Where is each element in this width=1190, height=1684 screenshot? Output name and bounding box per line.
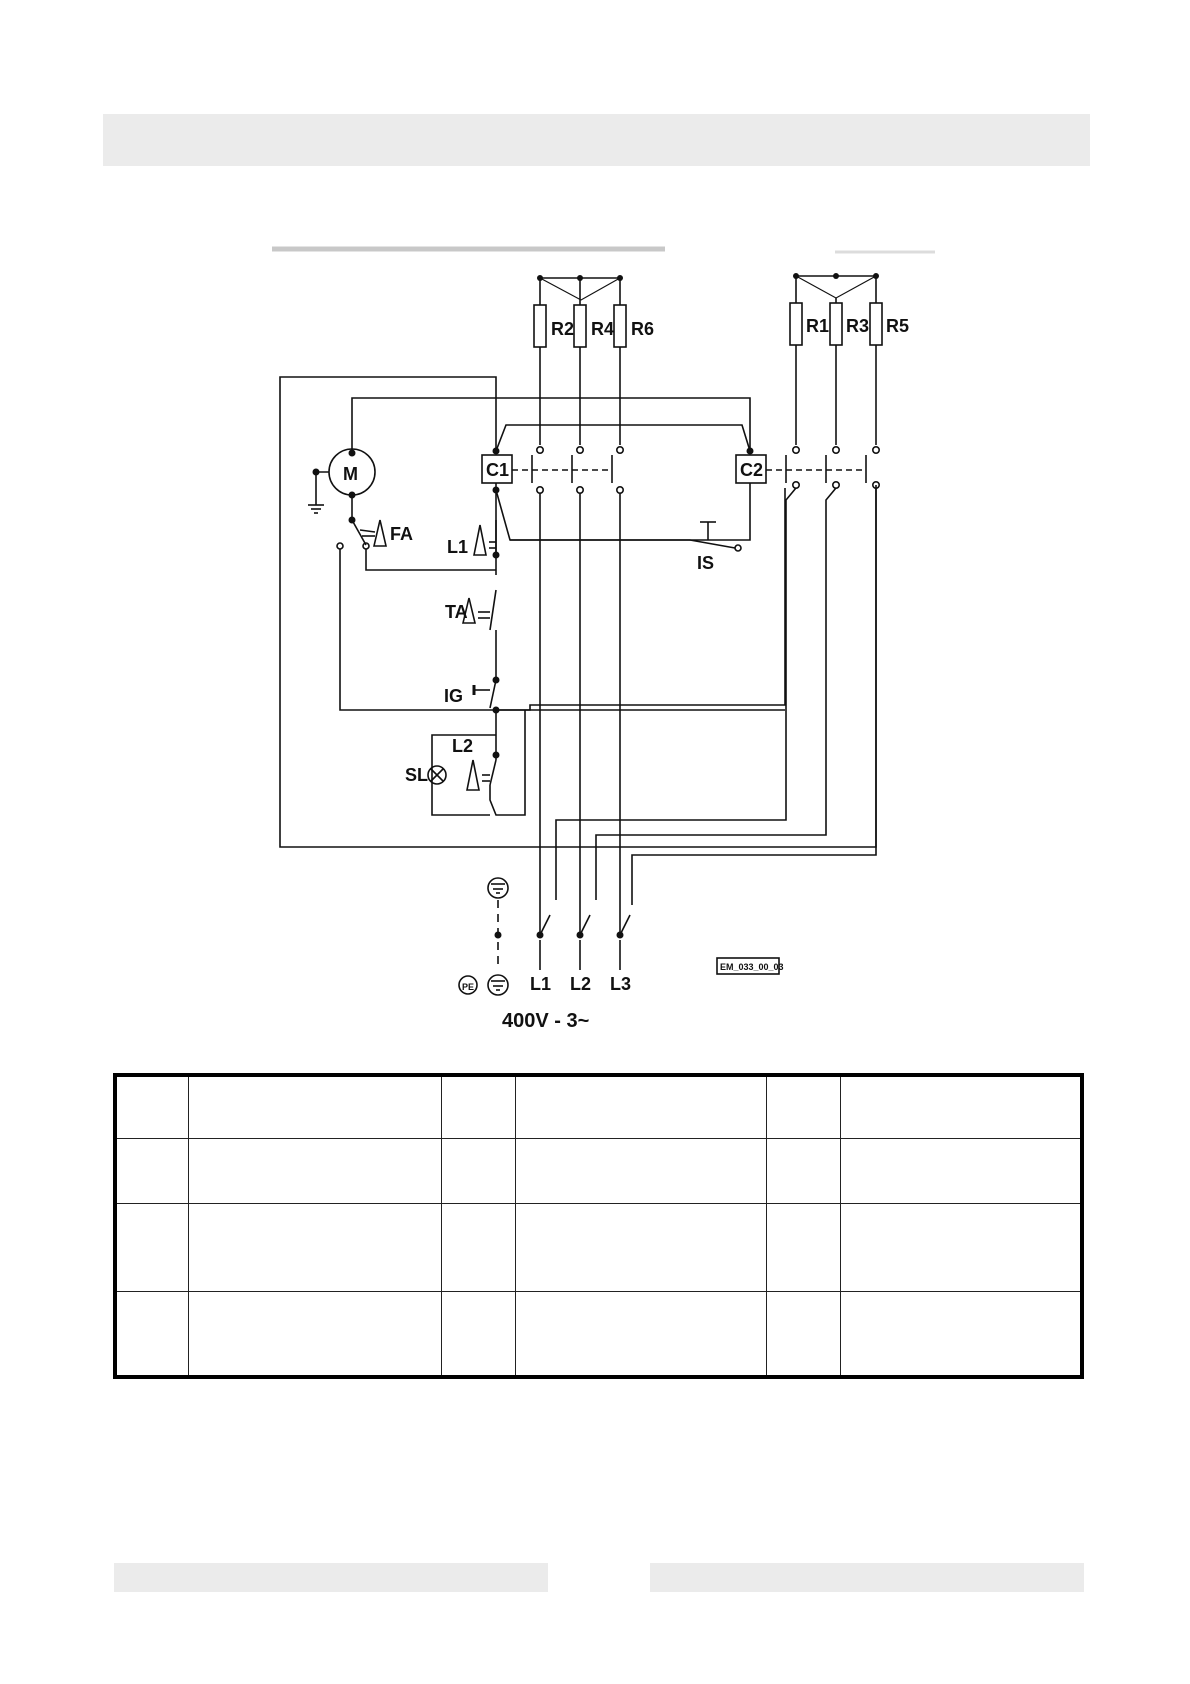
l1-thermostat-symbol (473, 524, 487, 556)
label-sl: SL (405, 765, 428, 785)
legend-cell (839, 1290, 1083, 1378)
legend-cell (839, 1074, 1083, 1139)
label-supply-l1: L1 (530, 974, 551, 994)
resistor-r1 (789, 302, 803, 346)
legend-cell (440, 1290, 516, 1378)
label-motor: M (343, 464, 358, 484)
footer-right-bar (650, 1563, 1084, 1592)
label-r6: R6 (631, 319, 654, 339)
earth-bottom (487, 974, 509, 996)
label-l2: L2 (452, 736, 473, 756)
legend-cell (187, 1137, 442, 1204)
label-supply-l3: L3 (610, 974, 631, 994)
label-r5: R5 (886, 316, 909, 336)
legend-cell (514, 1074, 767, 1139)
drawing-code-box (716, 957, 780, 975)
fa-thermostat-symbol (372, 519, 388, 547)
label-supply-l2: L2 (570, 974, 591, 994)
label-ig: IG (444, 686, 463, 706)
legend-cell (114, 1137, 189, 1204)
label-c1: C1 (486, 460, 509, 480)
label-ta: TA (445, 602, 468, 622)
footer-left-bar (114, 1563, 548, 1592)
label-fa: FA (390, 524, 413, 544)
resistor-r2 (533, 304, 547, 348)
label-r1: R1 (806, 316, 829, 336)
legend-cell (114, 1290, 189, 1378)
signal-lamp-sl (427, 765, 447, 785)
legend-row (114, 1290, 1083, 1378)
legend-cell (765, 1074, 841, 1139)
label-r2: R2 (551, 319, 574, 339)
pe-symbol (458, 975, 478, 995)
contactor-c1 (481, 454, 513, 484)
earth-top (487, 877, 509, 899)
legend-cell (514, 1137, 767, 1204)
legend-cell (839, 1202, 1083, 1292)
resistor-r3 (829, 302, 843, 346)
legend-cell (765, 1290, 841, 1378)
legend-row (114, 1202, 1083, 1292)
legend-cell (839, 1137, 1083, 1204)
resistor-r5 (869, 302, 883, 346)
legend-row (114, 1074, 1083, 1139)
l2-thermostat-symbol (466, 759, 480, 791)
legend-cell (440, 1202, 516, 1292)
legend-cell (187, 1202, 442, 1292)
supply-voltage-label: 400V - 3~ (502, 1010, 589, 1032)
label-pe: PE (462, 982, 474, 992)
wiring-diagram: R2 R4 R6 R1 R3 R5 M C1 C2 FA L1 TA IG L2… (272, 246, 935, 1032)
label-is: IS (697, 553, 714, 573)
label-r3: R3 (846, 316, 869, 336)
header-bar (103, 114, 1090, 166)
legend-cell (440, 1074, 516, 1139)
legend-cell (765, 1137, 841, 1204)
legend-cell (114, 1074, 189, 1139)
legend-table (113, 1073, 1084, 1379)
drawing-code: EM_033_00_03 (720, 962, 784, 972)
legend-cell (765, 1202, 841, 1292)
legend-cell (187, 1074, 442, 1139)
label-r4: R4 (591, 319, 614, 339)
legend-row (114, 1137, 1083, 1204)
legend-cell (187, 1290, 442, 1378)
ta-thermostat-symbol (461, 597, 477, 624)
resistor-r6 (613, 304, 627, 348)
resistor-r4 (573, 304, 587, 348)
legend-cell (440, 1137, 516, 1204)
legend-cell (514, 1290, 767, 1378)
label-l1: L1 (447, 537, 468, 557)
label-c2: C2 (740, 460, 763, 480)
legend-cell (514, 1202, 767, 1292)
legend-cell (114, 1202, 189, 1292)
contactor-c2 (735, 454, 767, 484)
